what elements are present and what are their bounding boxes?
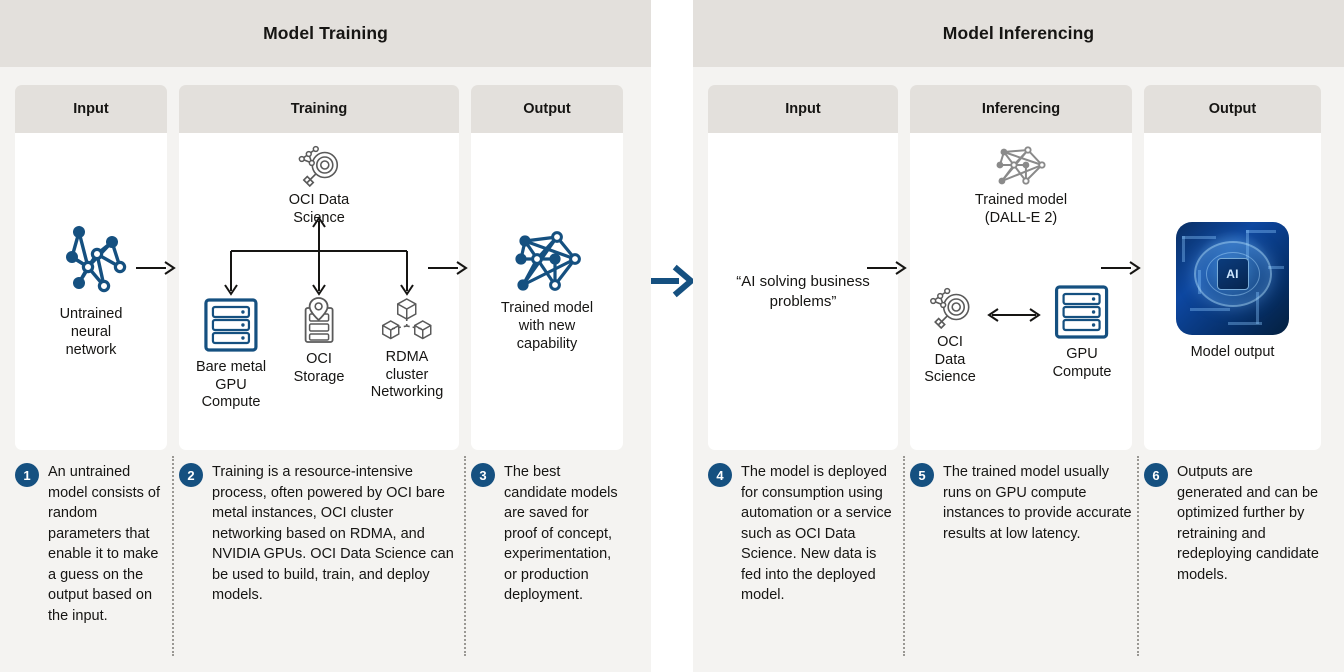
caption-number: 2	[179, 463, 203, 487]
caption-number: 5	[910, 463, 934, 487]
brain-circuit-pattern	[1193, 240, 1272, 307]
transition-arrow-wrap	[651, 0, 693, 672]
caption-number: 1	[15, 463, 39, 487]
caption-divider	[903, 456, 905, 656]
ai-chip-image: AI	[1176, 221, 1289, 335]
column-header-input: Input	[15, 85, 167, 133]
column-header-output: Output	[471, 85, 623, 133]
column-body-output: AI Model output	[1101, 133, 1321, 450]
caption-text: The best candidate models are saved for …	[504, 464, 618, 604]
model-output-label: Model output	[1190, 343, 1275, 360]
input-prompt-text: “AI solving business problems”	[736, 273, 870, 310]
oci-data-science-icon	[929, 287, 970, 329]
caption-number: 6	[1144, 463, 1168, 487]
column-header-inferencing: Inferencing	[910, 85, 1132, 133]
model-training-panel: Model Training Input	[0, 0, 651, 672]
column-header-training: Training	[179, 85, 459, 133]
training-captions: 1 An untrained model consists of random …	[0, 450, 651, 672]
caption-divider	[172, 456, 174, 656]
oci-storage-icon	[305, 297, 334, 343]
trained-model-dalle-label: Trained model(DALL-E 2)	[974, 192, 1068, 226]
model-inferencing-panel: Model Inferencing Input “AI solving busi…	[693, 0, 1344, 672]
neural-network-icon	[515, 231, 581, 292]
caption-2: 2 Training is a resource-intensive proce…	[172, 450, 459, 672]
ai-chip-label: AI	[1216, 257, 1249, 290]
column-training-training: Training	[136, 85, 459, 450]
bidirectional-arrow-icon	[987, 308, 1041, 322]
arrow-input-to-training	[136, 261, 176, 275]
inferencing-captions: 4 The model is deployed for consumption …	[693, 450, 1344, 672]
arrow-input-to-inferencing	[867, 261, 907, 275]
training-connectors	[224, 216, 414, 296]
caption-number: 4	[708, 463, 732, 487]
neural-network-icon	[66, 225, 127, 293]
column-body-inferencing: Trained model(DALL-E 2)	[867, 133, 1132, 450]
inferencing-columns: Input “AI solving business problems” Inf…	[693, 67, 1344, 450]
caption-6: 6 Outputs are generated and can be optim…	[1137, 450, 1321, 672]
panel-transition-gap	[651, 0, 693, 672]
column-body-input: “AI solving business problems”	[708, 133, 898, 450]
arrow-inferencing-to-output	[1101, 261, 1141, 275]
column-inferencing-inferencing: Inferencing	[867, 85, 1132, 450]
caption-text: The trained model usually runs on GPU co…	[943, 464, 1132, 542]
caption-text: The model is deployed for consumption us…	[741, 464, 892, 604]
server-rack-icon	[1055, 285, 1109, 339]
arrow-training-to-output	[428, 261, 468, 275]
server-rack-icon	[204, 298, 258, 352]
neural-network-gray-icon	[996, 146, 1046, 185]
caption-1: 1 An untrained model consists of random …	[15, 450, 167, 672]
caption-text: Outputs are generated and can be optimiz…	[1177, 464, 1319, 583]
training-columns: Input	[0, 67, 651, 450]
caption-text: An untrained model consists of random pa…	[48, 464, 161, 625]
panel-transition-arrow-icon	[651, 264, 693, 298]
column-header-output: Output	[1144, 85, 1321, 133]
oci-data-science-icon	[298, 145, 339, 187]
caption-divider	[464, 456, 466, 656]
column-training-output: Output	[428, 85, 623, 450]
caption-text: Training is a resource-intensive process…	[212, 464, 454, 604]
caption-5: 5 The trained model usually runs on GPU …	[903, 450, 1132, 672]
rdma-cluster-icon	[382, 298, 432, 340]
column-training-input: Input	[15, 85, 167, 450]
column-inferencing-output: Output	[1101, 85, 1321, 450]
caption-number: 3	[471, 463, 495, 487]
panel-title-training: Model Training	[0, 0, 651, 67]
column-header-input: Input	[708, 85, 898, 133]
model-output-unit: AI Model output	[1176, 221, 1289, 362]
trained-model-dalle-unit: Trained model(DALL-E 2)	[975, 145, 1067, 227]
caption-4: 4 The model is deployed for consumption …	[708, 450, 898, 672]
caption-divider	[1137, 456, 1139, 656]
caption-3: 3 The best candidate models are saved fo…	[464, 450, 623, 672]
column-inferencing-input: Input “AI solving business problems”	[708, 85, 898, 450]
panel-title-inferencing: Model Inferencing	[693, 0, 1344, 67]
